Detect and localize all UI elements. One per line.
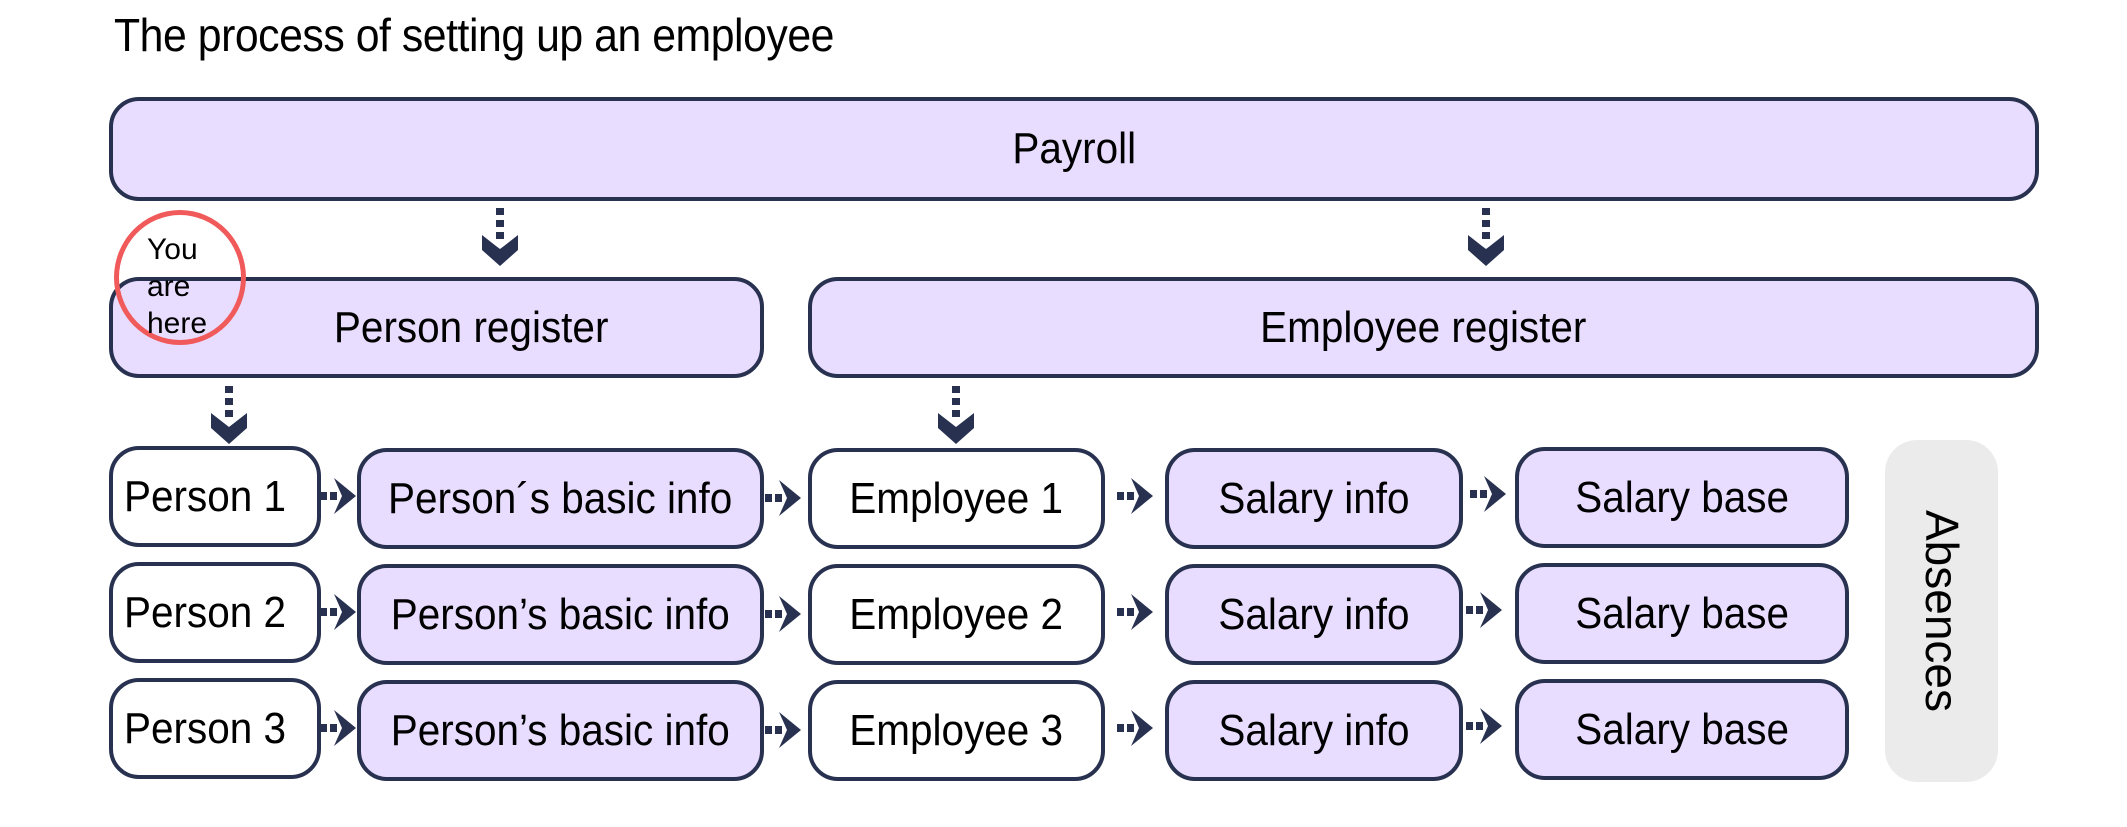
employee-register-box: Employee register xyxy=(808,277,2039,378)
right-arrow-icon xyxy=(765,596,803,632)
employee-box: Employee 2 xyxy=(808,564,1105,665)
you-are-here-marker: You are here xyxy=(114,210,246,345)
salary-info-label: Salary info xyxy=(1218,705,1410,755)
absences-label: Absences xyxy=(1915,509,1968,713)
down-arrow-icon xyxy=(211,386,247,446)
salary-base-label: Salary base xyxy=(1575,704,1789,754)
salary-base-box: Salary base xyxy=(1515,679,1849,780)
right-arrow-icon xyxy=(1470,476,1508,512)
employee-label: Employee 3 xyxy=(849,705,1064,755)
employee-box: Employee 1 xyxy=(808,448,1105,549)
person-label: Person 2 xyxy=(123,587,287,637)
right-arrow-icon xyxy=(1466,708,1504,744)
salary-info-box: Salary info xyxy=(1165,448,1463,549)
payroll-label: Payroll xyxy=(1012,124,1136,173)
down-arrow-icon xyxy=(482,208,518,268)
right-arrow-icon xyxy=(320,710,358,746)
salary-base-label: Salary base xyxy=(1575,472,1789,522)
person-box: Person 1 xyxy=(109,446,321,547)
right-arrow-icon xyxy=(320,594,358,630)
basic-info-box: Person’s basic info xyxy=(357,680,764,781)
right-arrow-icon xyxy=(765,480,803,516)
basic-info-label: Person’s basic info xyxy=(390,705,731,755)
basic-info-label: Person’s basic info xyxy=(390,589,731,639)
employee-label: Employee 1 xyxy=(849,473,1064,523)
person-register-label: Person register xyxy=(334,302,609,352)
salary-info-label: Salary info xyxy=(1218,589,1410,639)
salary-base-label: Salary base xyxy=(1575,588,1789,638)
employee-label: Employee 2 xyxy=(849,589,1064,639)
right-arrow-icon xyxy=(1117,594,1155,630)
salary-info-label: Salary info xyxy=(1218,473,1410,523)
person-label: Person 3 xyxy=(123,703,287,753)
basic-info-box: Person´s basic info xyxy=(357,448,764,549)
employee-box: Employee 3 xyxy=(808,680,1105,781)
right-arrow-icon xyxy=(1466,592,1504,628)
right-arrow-icon xyxy=(765,712,803,748)
right-arrow-icon xyxy=(320,478,358,514)
salary-info-box: Salary info xyxy=(1165,564,1463,665)
employee-register-label: Employee register xyxy=(1260,302,1587,352)
diagram-title: The process of setting up an employee xyxy=(114,9,835,61)
down-arrow-icon xyxy=(1468,208,1504,268)
payroll-box: Payroll xyxy=(109,97,2039,201)
basic-info-label: Person´s basic info xyxy=(388,473,733,523)
person-box: Person 2 xyxy=(109,562,321,663)
salary-base-box: Salary base xyxy=(1515,563,1849,664)
you-are-here-label: You are here xyxy=(147,233,208,340)
basic-info-box: Person’s basic info xyxy=(357,564,764,665)
right-arrow-icon xyxy=(1117,710,1155,746)
person-label: Person 1 xyxy=(123,471,287,521)
salary-info-box: Salary info xyxy=(1165,680,1463,781)
person-box: Person 3 xyxy=(109,678,321,779)
right-arrow-icon xyxy=(1117,478,1155,514)
absences-panel: Absences xyxy=(1885,440,1998,782)
salary-base-box: Salary base xyxy=(1515,447,1849,548)
down-arrow-icon xyxy=(938,386,974,446)
